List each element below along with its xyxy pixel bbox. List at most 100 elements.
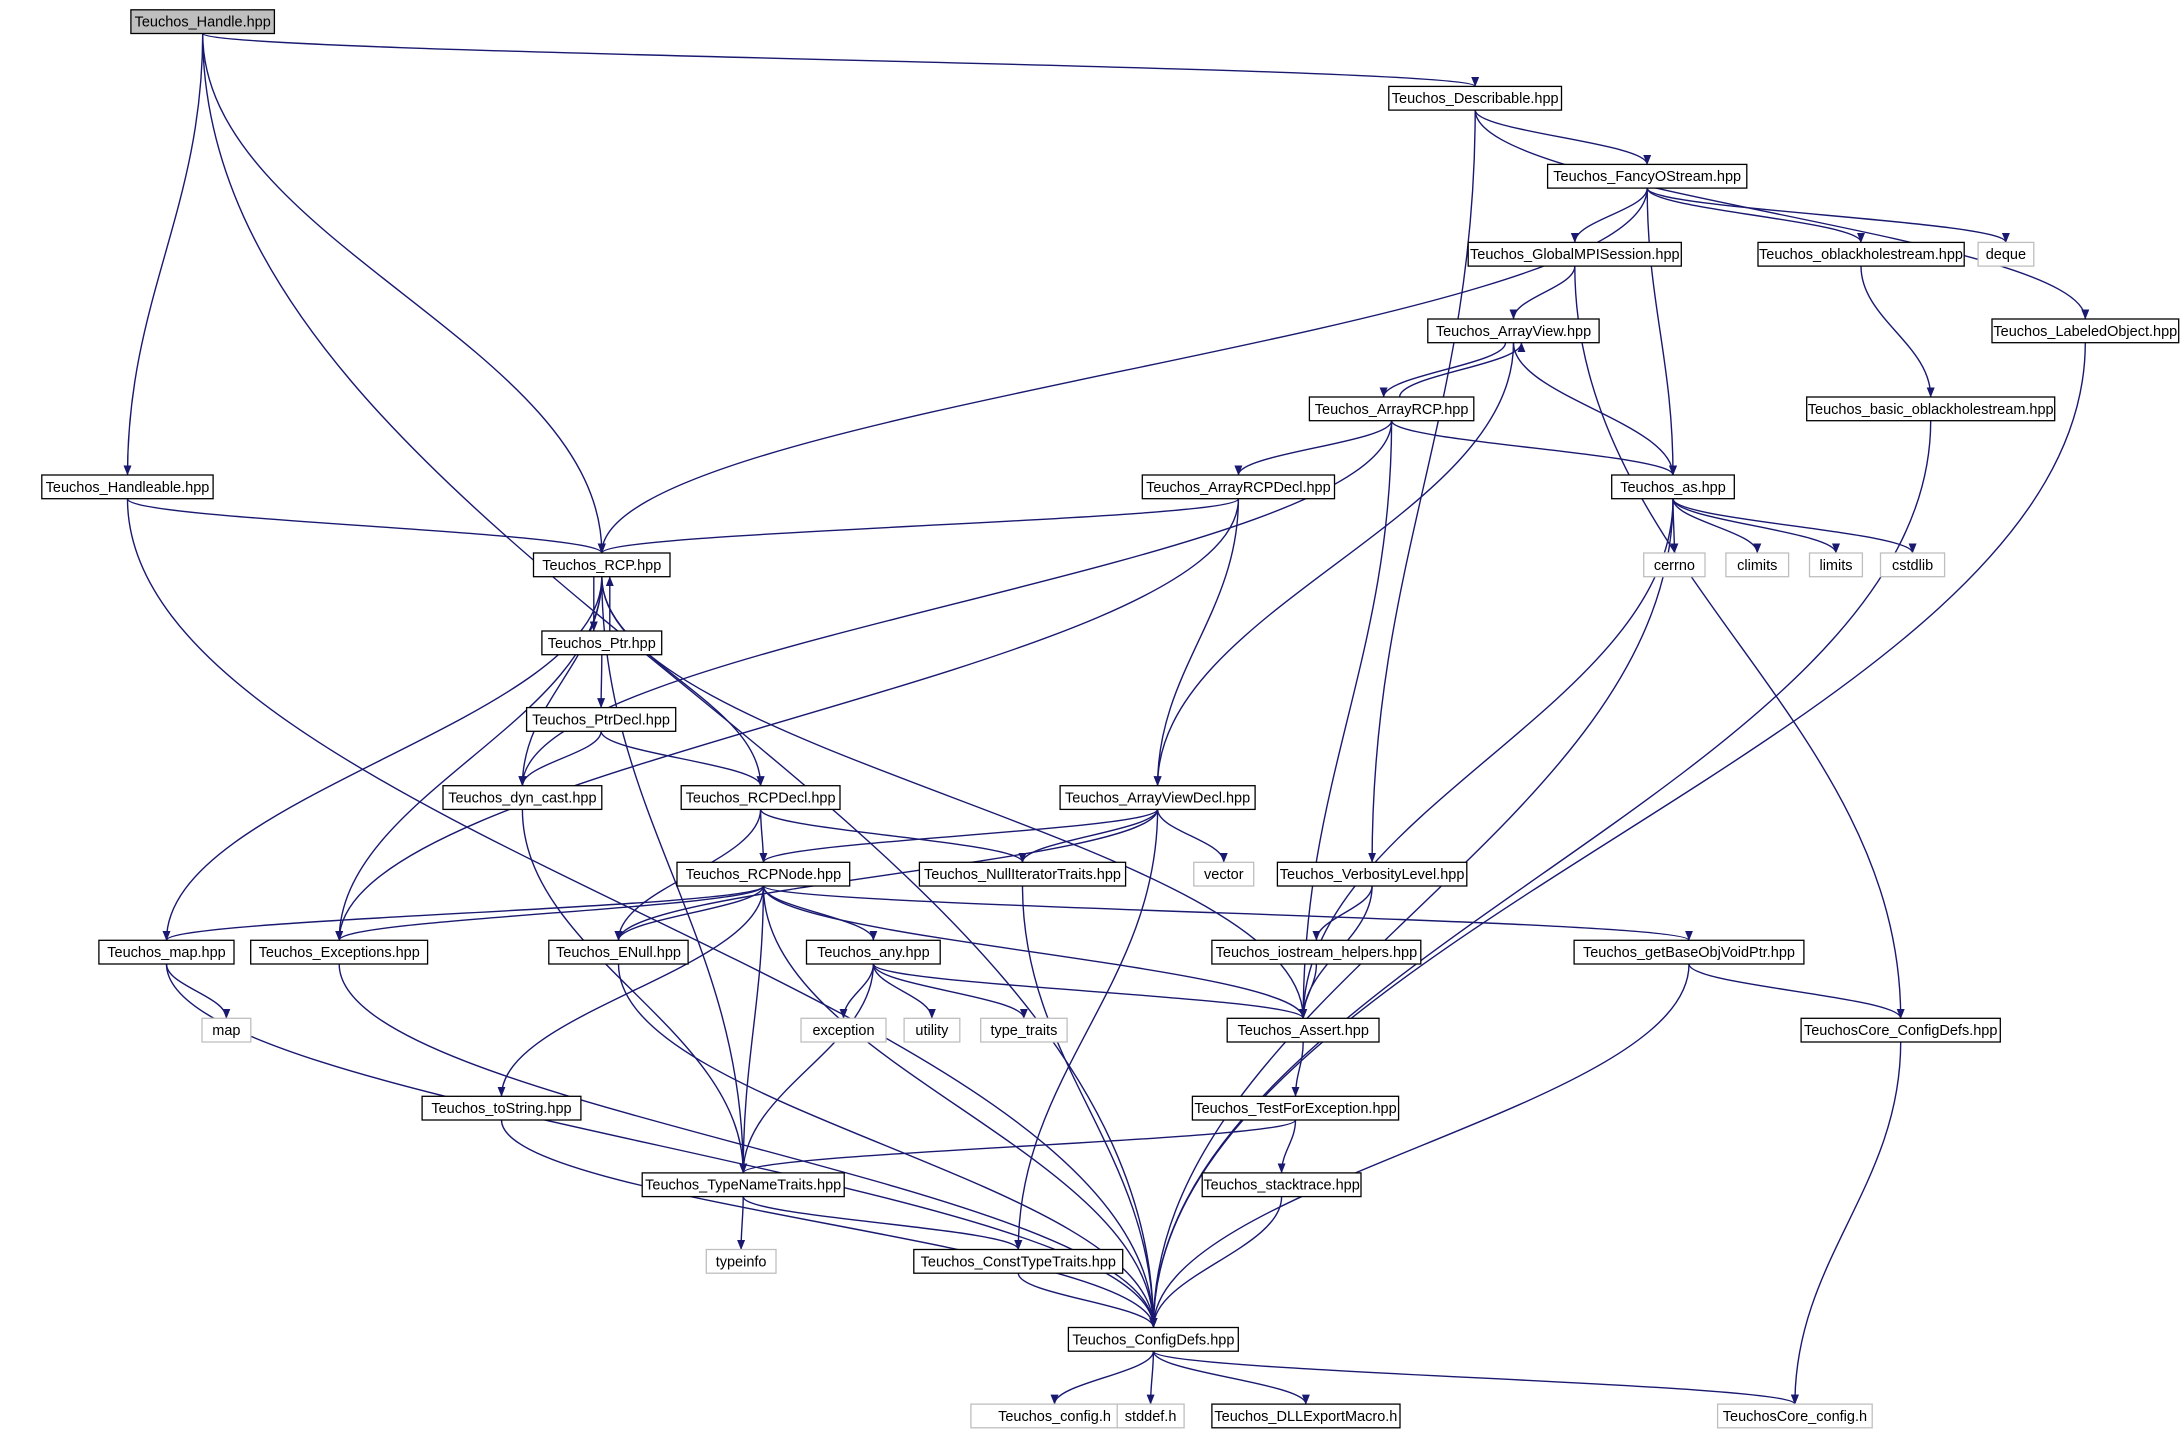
node-box [532, 552, 671, 578]
graph-node[interactable]: Teuchos_iostream_helpers.hpp [1211, 939, 1422, 965]
graph-node[interactable]: Teuchos_ConfigDefs.hpp [1067, 1326, 1239, 1352]
node-box [1800, 1017, 2001, 1043]
node-label: Teuchos_GlobalMPISession.hpp [1470, 247, 1680, 263]
node-box [918, 861, 1127, 887]
graph-node[interactable]: Teuchos_TypeNameTraits.hpp [641, 1172, 845, 1198]
node-label: Teuchos_toString.hpp [431, 1101, 571, 1117]
edge-n7-to-n8 [1379, 342, 1507, 398]
node-box [442, 785, 603, 811]
node-box [1388, 85, 1563, 111]
edge-n19-to-n21 [600, 731, 765, 787]
graph-node[interactable]: Teuchos_getBaseObjVoidPtr.hpp [1573, 939, 1805, 965]
edge-n8-to-n37 [1299, 420, 1393, 1019]
graph-node[interactable]: Teuchos_toString.hpp [421, 1095, 582, 1121]
node-label: Teuchos_dyn_cast.hpp [448, 791, 596, 807]
node-box [1116, 1403, 1185, 1429]
node-box [1808, 552, 1864, 578]
graph-node[interactable]: Teuchos_RCPDecl.hpp [680, 785, 841, 811]
node-box [98, 939, 235, 965]
node-box [201, 1017, 252, 1043]
edge-n24-to-n31 [1312, 885, 1373, 941]
graph-node[interactable]: Teuchos_Ptr.hpp [541, 630, 663, 656]
node-label: Teuchos_stacktrace.hpp [1203, 1178, 1359, 1194]
graph-node: map [201, 1017, 252, 1043]
graph-node[interactable]: TeuchosCore_ConfigDefs.hpp [1800, 1017, 2001, 1043]
graph-node[interactable]: Teuchos_RCP.hpp [532, 552, 671, 578]
edge-n12-to-n37 [1299, 498, 1674, 1019]
graph-node[interactable]: Teuchos_stacktrace.hpp [1201, 1172, 1362, 1198]
graph-node[interactable]: Teuchos_RCPNode.hpp [676, 861, 851, 887]
node-box [680, 785, 841, 811]
node-label: TeuchosCore_config.h [1723, 1409, 1867, 1425]
edge-n22-to-n44 [1014, 809, 1159, 1250]
node-box [676, 861, 851, 887]
node-label: Teuchos_TypeNameTraits.hpp [645, 1178, 841, 1194]
graph-node[interactable]: Teuchos_GlobalMPISession.hpp [1467, 241, 1682, 267]
node-box [1991, 318, 2180, 344]
graph-node[interactable]: Teuchos_ArrayRCP.hpp [1308, 396, 1475, 422]
edge-n3-to-n7 [1509, 265, 1576, 320]
graph-node[interactable]: Teuchos_DLLExportMacro.h [1211, 1403, 1401, 1429]
graph-node[interactable]: Teuchos_Assert.hpp [1226, 1017, 1380, 1043]
node-label: cstdlib [1892, 558, 1933, 574]
graph-node[interactable]: Teuchos_oblackholestream.hpp [1757, 241, 1965, 267]
node-label: Teuchos_Ptr.hpp [548, 636, 656, 652]
node-box [705, 1248, 777, 1274]
edge-layer [123, 32, 2090, 1405]
edge-n30-to-n41 [739, 963, 875, 1174]
edge-n0-to-n1 [202, 32, 1479, 88]
node-box [421, 1095, 582, 1121]
graph-node[interactable]: Teuchos_ConstTypeTraits.hpp [913, 1248, 1124, 1274]
graph-node[interactable]: Teuchos_Handleable.hpp [41, 474, 214, 500]
node-label: Teuchos_ConfigDefs.hpp [1072, 1332, 1234, 1348]
node-label: Teuchos_RCPNode.hpp [686, 867, 842, 883]
node-box [1211, 939, 1422, 965]
edge-n45-to-n46 [1050, 1351, 1155, 1405]
graph-node[interactable]: Teuchos_VerbosityLevel.hpp [1276, 861, 1468, 887]
graph-node[interactable]: Teuchos_Exceptions.hpp [250, 939, 429, 965]
edge-n4-to-n9 [1860, 266, 1935, 398]
graph-node[interactable]: Teuchos_TestForException.hpp [1191, 1095, 1400, 1121]
node-label: Teuchos_getBaseObjVoidPtr.hpp [1583, 945, 1795, 961]
graph-node[interactable]: Teuchos_ArrayViewDecl.hpp [1059, 785, 1256, 811]
node-label: Teuchos_oblackholestream.hpp [1759, 247, 1963, 263]
edge-n39-to-n45 [500, 1119, 1158, 1328]
node-box [130, 9, 276, 35]
node-box [800, 1017, 887, 1043]
graph-node[interactable]: Teuchos_LabeledObject.hpp [1991, 318, 2180, 344]
graph-node[interactable]: Teuchos_ArrayView.hpp [1427, 318, 1600, 344]
graph-node[interactable]: Teuchos_Handle.hpp [130, 9, 276, 35]
graph-node[interactable]: Teuchos_FancyOStream.hpp [1546, 163, 1748, 189]
edge-n25-to-n41 [739, 885, 765, 1174]
node-label: Teuchos_TestForException.hpp [1194, 1101, 1396, 1117]
edge-n11-to-n22 [1153, 498, 1240, 787]
node-label: Teuchos_config.h [998, 1409, 1111, 1425]
graph-node[interactable]: Teuchos_any.hpp [805, 939, 941, 965]
edge-n6-to-n45 [1149, 342, 2086, 1328]
graph-node[interactable]: Teuchos_ArrayRCPDecl.hpp [1141, 474, 1336, 500]
graph-node[interactable]: Teuchos_PtrDecl.hpp [525, 706, 677, 732]
edge-n21-to-n26 [759, 808, 1027, 863]
node-box [1276, 861, 1468, 887]
graph-node[interactable]: Teuchos_as.hpp [1611, 474, 1735, 500]
node-box [805, 939, 941, 965]
graph-node[interactable]: Teuchos_NullIteratorTraits.hpp [918, 861, 1127, 887]
graph-node: Teuchos_config.h [970, 1403, 1139, 1429]
graph-node[interactable]: Teuchos_basic_oblackholestream.hpp [1806, 396, 2056, 422]
graph-node[interactable]: Teuchos_dyn_cast.hpp [442, 785, 603, 811]
node-box [250, 939, 429, 965]
node-box [1193, 861, 1255, 887]
node-box [1201, 1172, 1362, 1198]
node-label: typeinfo [716, 1254, 767, 1270]
graph-node[interactable]: Teuchos_Describable.hpp [1388, 85, 1563, 111]
node-label: Teuchos_NullIteratorTraits.hpp [924, 867, 1121, 883]
node-label: Teuchos_LabeledObject.hpp [1993, 324, 2177, 340]
graph-node[interactable]: Teuchos_ENull.hpp [548, 939, 689, 965]
node-label: deque [1986, 247, 2026, 263]
edge-n40-to-n41 [739, 1119, 1297, 1174]
edge-n42-to-n45 [1149, 1196, 1283, 1328]
node-label: Teuchos_ConstTypeTraits.hpp [921, 1254, 1116, 1270]
graph-node: deque [1977, 241, 2035, 267]
graph-node[interactable]: Teuchos_map.hpp [98, 939, 235, 965]
edge-n12-to-n45 [1149, 498, 1674, 1328]
